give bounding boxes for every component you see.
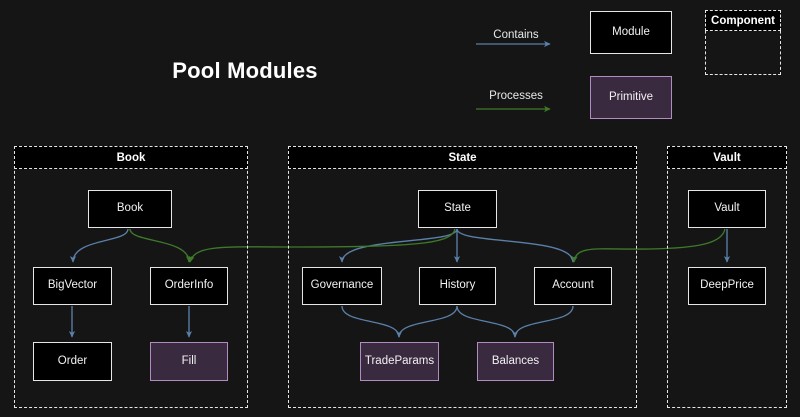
cluster-title-book: Book: [14, 146, 248, 169]
node-deepprice[interactable]: DeepPrice: [688, 267, 766, 305]
legend-primitive-swatch: Primitive: [590, 76, 672, 119]
node-account[interactable]: Account: [534, 267, 612, 305]
legend-processes-label: Processes: [461, 90, 571, 102]
cluster-title-vault: Vault: [667, 146, 787, 169]
node-history[interactable]: History: [419, 267, 496, 305]
node-order[interactable]: Order: [33, 342, 112, 381]
node-state[interactable]: State: [418, 190, 497, 228]
node-bigvector[interactable]: BigVector: [33, 267, 112, 305]
cluster-title-state: State: [288, 146, 637, 169]
page-title: Pool Modules: [145, 58, 345, 84]
node-vault[interactable]: Vault: [688, 190, 766, 228]
legend-module-swatch: Module: [590, 11, 672, 54]
node-balances[interactable]: Balances: [477, 342, 554, 381]
node-fill[interactable]: Fill: [150, 342, 228, 381]
node-orderinfo[interactable]: OrderInfo: [150, 267, 228, 305]
legend-processes-arrow: [474, 103, 560, 115]
legend-contains-arrow: [474, 38, 560, 50]
node-governance[interactable]: Governance: [302, 267, 382, 305]
node-tradeparams[interactable]: TradeParams: [360, 342, 439, 381]
node-book[interactable]: Book: [88, 190, 172, 228]
legend-component-title: Component: [705, 10, 781, 31]
